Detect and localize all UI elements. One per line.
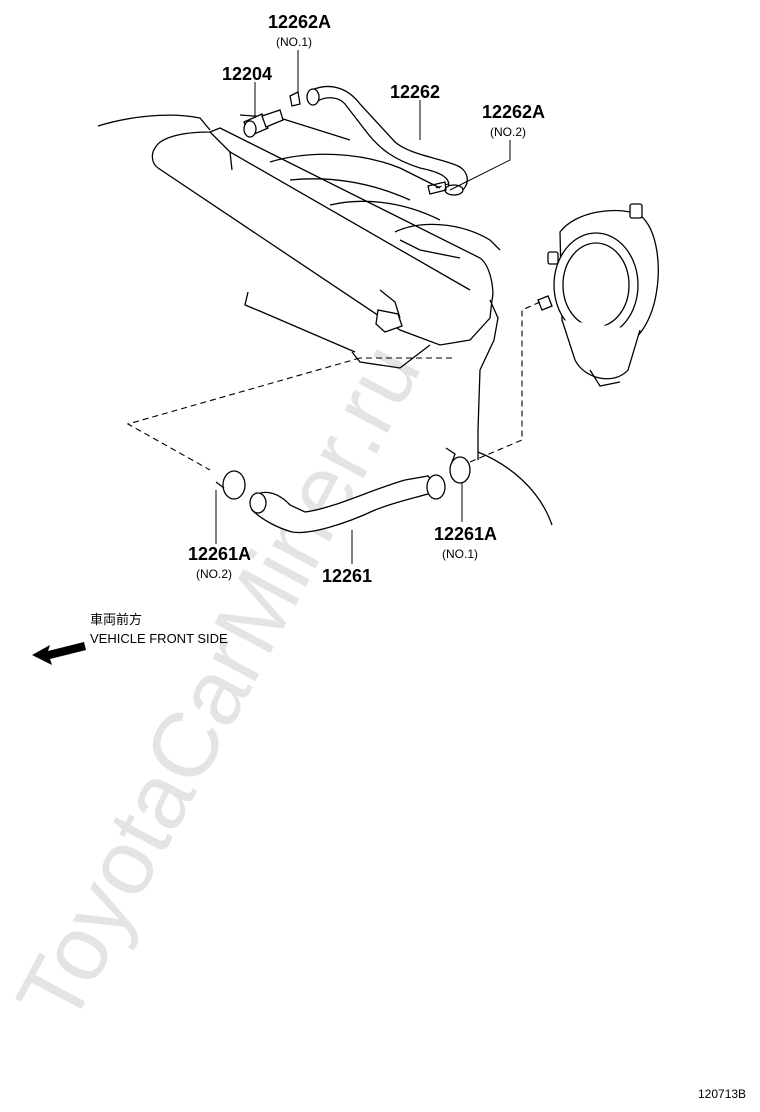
hose-12262 xyxy=(289,85,468,196)
engine-assembly xyxy=(97,114,553,526)
callout-12262A-no1: 12262A (NO.1) xyxy=(268,12,331,49)
leader-lines xyxy=(215,50,511,564)
callout-12204: 12204 xyxy=(222,64,272,84)
arrow-left-icon xyxy=(32,642,86,665)
part-sub-label: (NO.2) xyxy=(490,125,526,139)
pcv-valve-12204 xyxy=(243,109,284,138)
callout-12261A-no1: 12261A (NO.1) xyxy=(434,524,497,561)
part-number-label: 12262A xyxy=(268,12,331,32)
part-number-label: 12262 xyxy=(390,82,440,102)
part-number-label: 12261A xyxy=(434,524,497,544)
vehicle-front-label-jp: 車両前方 xyxy=(90,612,142,627)
watermark: ToyotaCarMiner.ru xyxy=(0,328,441,1040)
part-number-label: 12261A xyxy=(188,544,251,564)
part-number-label: 12262A xyxy=(482,102,545,122)
callout-12262A-no2: 12262A (NO.2) xyxy=(482,102,545,139)
hose-12261 xyxy=(215,447,471,534)
callout-12262: 12262 xyxy=(390,82,440,102)
callout-12261A-no2: 12261A (NO.2) xyxy=(188,544,251,581)
vehicle-front-label-en: VEHICLE FRONT SIDE xyxy=(90,631,228,646)
throttle-body xyxy=(537,203,659,387)
connection-dashed-lines xyxy=(126,183,541,471)
vehicle-front-indicator: 車両前方 VEHICLE FRONT SIDE xyxy=(32,612,228,665)
part-sub-label: (NO.1) xyxy=(442,547,478,561)
diagram-id: 120713B xyxy=(698,1087,746,1101)
callout-12261: 12261 xyxy=(322,566,372,586)
part-sub-label: (NO.2) xyxy=(196,567,232,581)
part-number-label: 12204 xyxy=(222,64,272,84)
part-number-label: 12261 xyxy=(322,566,372,586)
part-sub-label: (NO.1) xyxy=(276,35,312,49)
